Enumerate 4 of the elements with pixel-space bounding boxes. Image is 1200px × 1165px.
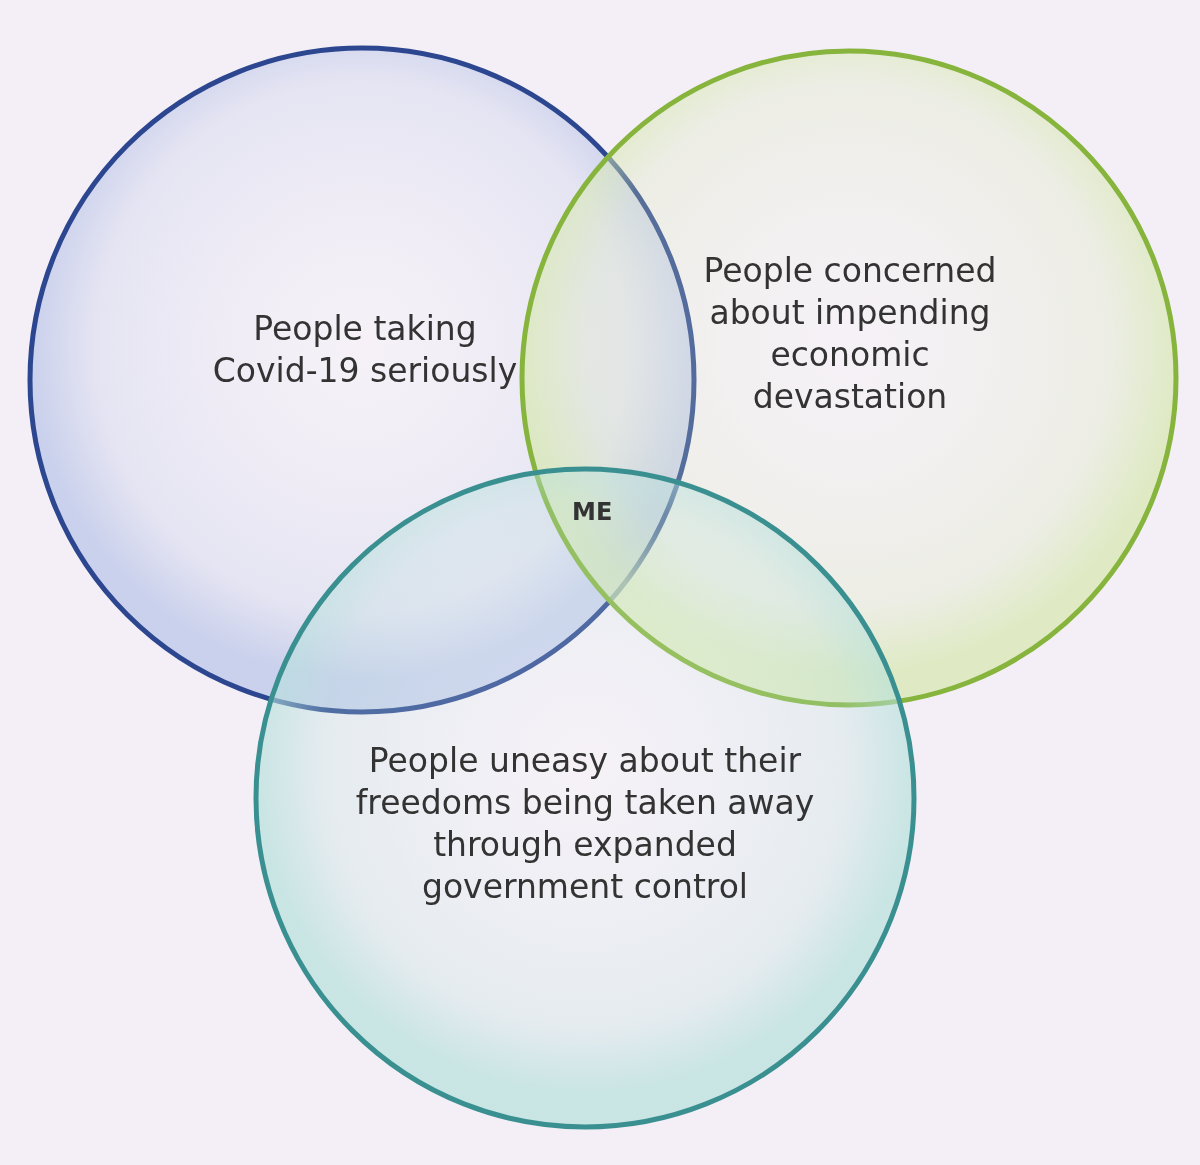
set-label: People uneasy about their freedoms being taken away through expanded government control bbox=[355, 740, 815, 908]
intersection-label: ME bbox=[572, 498, 613, 526]
set-label: People concerned about impending economic devastation bbox=[702, 250, 998, 418]
set-label: People taking Covid-19 seriously bbox=[211, 308, 519, 392]
